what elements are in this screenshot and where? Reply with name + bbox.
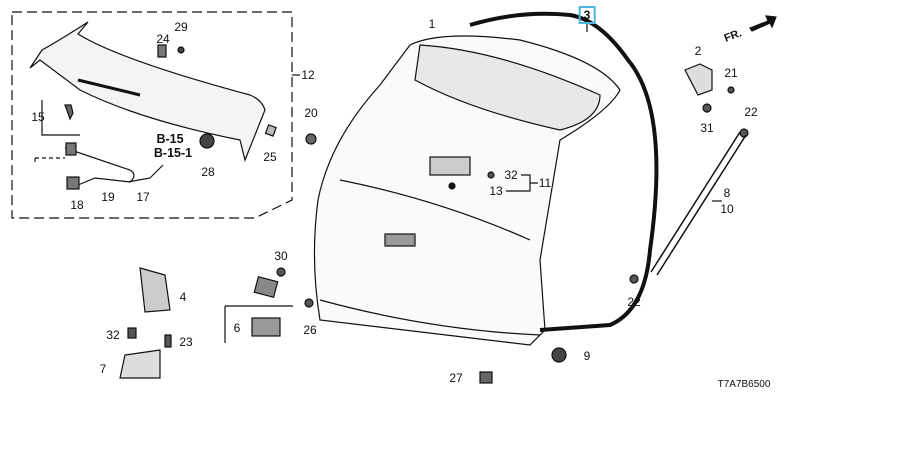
callout-25[interactable]: 25 (263, 150, 277, 164)
callout-18[interactable]: 18 (70, 198, 84, 212)
callout-32-upper[interactable]: 32 (504, 168, 518, 182)
diagram-code: T7A7B6500 (717, 379, 771, 390)
callout-19[interactable]: 19 (101, 190, 115, 204)
callout-1[interactable]: 1 (428, 17, 436, 31)
callout-28[interactable]: 28 (201, 165, 215, 179)
callout-26[interactable]: 26 (303, 323, 317, 337)
callout-9[interactable]: 9 (583, 349, 591, 363)
callout-2[interactable]: 2 (694, 44, 702, 58)
callout-13[interactable]: 13 (489, 184, 503, 198)
callout-20[interactable]: 20 (304, 106, 318, 120)
callout-22-upper[interactable]: 22 (744, 105, 758, 119)
callout-22-lower[interactable]: 22 (627, 295, 641, 309)
callout-8[interactable]: 8 (723, 186, 731, 200)
callout-32-lower[interactable]: 32 (106, 328, 120, 342)
callout-31[interactable]: 31 (700, 121, 714, 135)
callout-21[interactable]: 21 (724, 66, 738, 80)
weatherstrip (469, 11, 659, 332)
callout-27[interactable]: 27 (449, 371, 463, 385)
spoiler (29, 21, 266, 162)
callout-3-highlighted[interactable]: 3 (578, 6, 596, 24)
callout-12[interactable]: 12 (301, 68, 315, 82)
callout-29[interactable]: 29 (174, 20, 188, 34)
callout-11[interactable]: 11 (538, 176, 552, 190)
callout-15[interactable]: 15 (31, 110, 45, 124)
ref-b15-1[interactable]: B-15-1 (153, 146, 193, 160)
callout-23[interactable]: 23 (179, 335, 193, 349)
callout-17[interactable]: 17 (136, 190, 150, 204)
gas-strut (650, 131, 747, 276)
callout-7[interactable]: 7 (99, 362, 107, 376)
callout-30[interactable]: 30 (274, 249, 288, 263)
spoiler-group-box (11, 11, 293, 219)
callout-4[interactable]: 4 (179, 290, 187, 304)
callout-24[interactable]: 24 (156, 32, 170, 46)
callout-10[interactable]: 10 (720, 202, 734, 216)
callout-6[interactable]: 6 (233, 321, 241, 335)
ref-b15[interactable]: B-15 (156, 132, 184, 146)
